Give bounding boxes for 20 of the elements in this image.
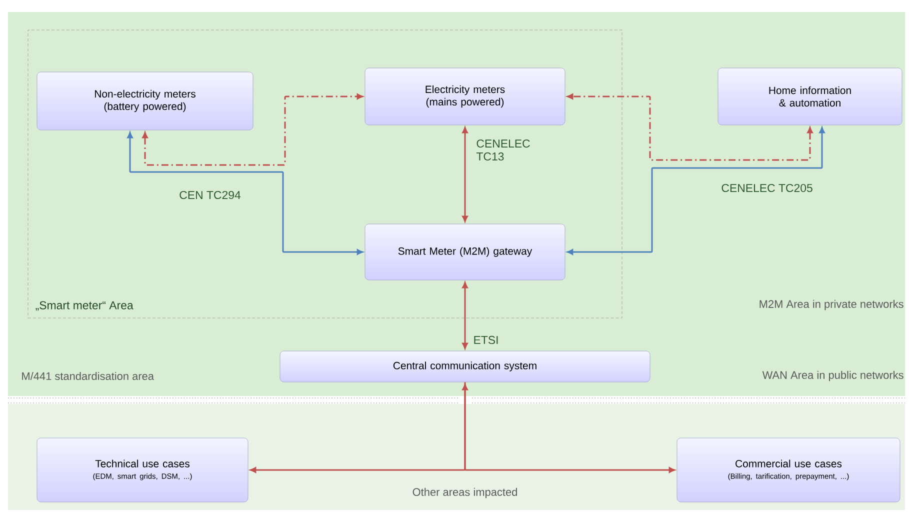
arrow — [462, 282, 468, 349]
process-box: Smart Meter (M2M) gateway — [364, 224, 566, 280]
process-box: Home information & automation — [718, 68, 902, 126]
edge-label: CEN TC294 — [178, 190, 242, 200]
arrow — [142, 94, 363, 166]
arrow — [250, 384, 468, 473]
process-box: Non-electricity meters (battery powered) — [36, 72, 254, 130]
edge-label: CENELEC TC13 — [475, 138, 538, 162]
process-box: Central communication system — [280, 350, 650, 382]
process-box: Electricity meters (mains powered) — [364, 68, 566, 126]
area-label: M2M Area in private networks — [760, 300, 904, 310]
arrow — [462, 127, 468, 222]
arrow — [567, 127, 825, 255]
arrow — [464, 382, 675, 473]
arrow — [567, 94, 813, 161]
arrow — [127, 132, 363, 255]
edge-label: CENELEC TC205 — [720, 182, 814, 194]
area-label: WAN Area in public networks — [762, 370, 904, 382]
area-label: M/441 standardisation area — [22, 372, 154, 380]
area-label: Other areas impacted — [412, 488, 517, 498]
